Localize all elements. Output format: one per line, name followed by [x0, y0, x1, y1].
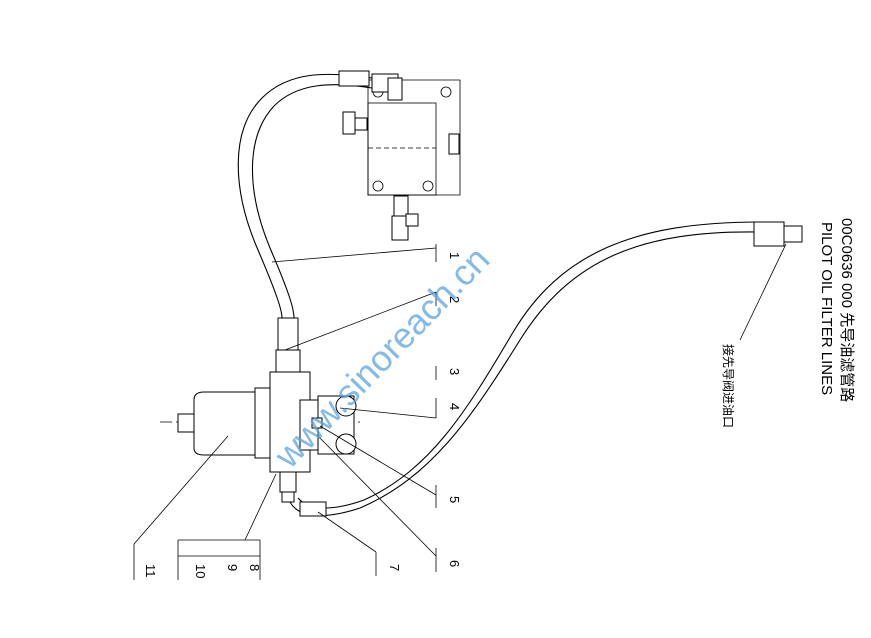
part-number-7: 7: [387, 564, 402, 571]
filter-assembly: [160, 371, 360, 503]
part-number-1: 1: [447, 252, 462, 259]
leader-lines: [133, 243, 787, 580]
part-number-4: 4: [447, 403, 462, 410]
part-number-9: 9: [225, 564, 240, 571]
drawing-title-english: PILOT OIL FILTER LINES: [818, 222, 835, 395]
part-number-labels: 1 2 3 4 5 6 7 8 9 10 11: [143, 252, 462, 578]
valve-block: [342, 73, 461, 241]
part-number-2: 2: [447, 296, 462, 303]
drawing-title-code: 00C0636 000 先导油滤管路: [838, 218, 855, 402]
hose-1: [237, 70, 373, 373]
hose-7: [289, 221, 803, 517]
part-number-3: 3: [447, 368, 462, 375]
part-number-10: 10: [193, 564, 208, 578]
inlet-note: 接先导阀进油口: [721, 344, 736, 428]
part-number-5: 5: [447, 496, 462, 503]
part-number-6: 6: [447, 560, 462, 567]
part-number-11: 11: [143, 564, 158, 578]
part-number-8: 8: [247, 564, 262, 571]
